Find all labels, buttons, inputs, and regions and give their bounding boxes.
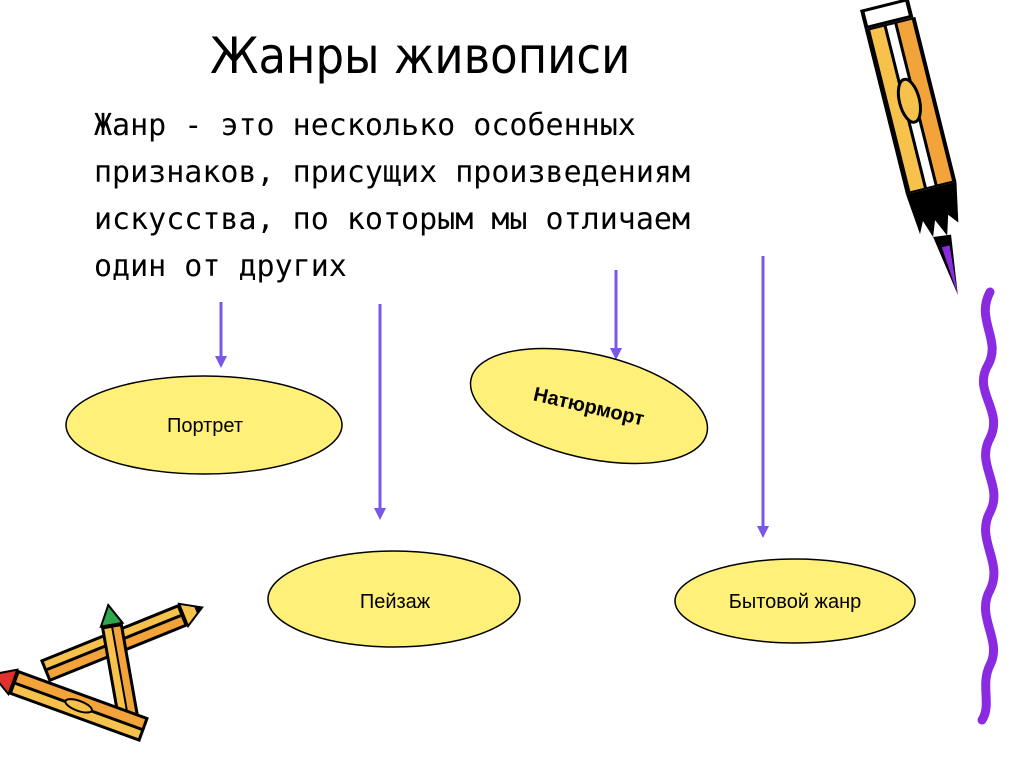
arrowhead-genre xyxy=(757,526,769,538)
node-label-portrait: Портрет xyxy=(167,415,243,437)
arrowhead-landscape xyxy=(374,508,386,520)
definition-text: Жанр - это несколько особенных признаков… xyxy=(94,108,691,284)
node-portrait: Портрет xyxy=(65,375,343,475)
arrowhead-portrait xyxy=(215,356,227,368)
node-label-landscape: Пейзаж xyxy=(360,591,431,613)
arrowhead-still-life xyxy=(610,348,622,360)
node-genre: Бытовой жанр xyxy=(674,558,916,644)
page-title: Жанры живописи xyxy=(210,27,631,85)
node-landscape: Пейзаж xyxy=(267,550,521,648)
node-label-genre: Бытовой жанр xyxy=(729,591,861,613)
node-still-life: Натюрморт xyxy=(469,347,709,465)
